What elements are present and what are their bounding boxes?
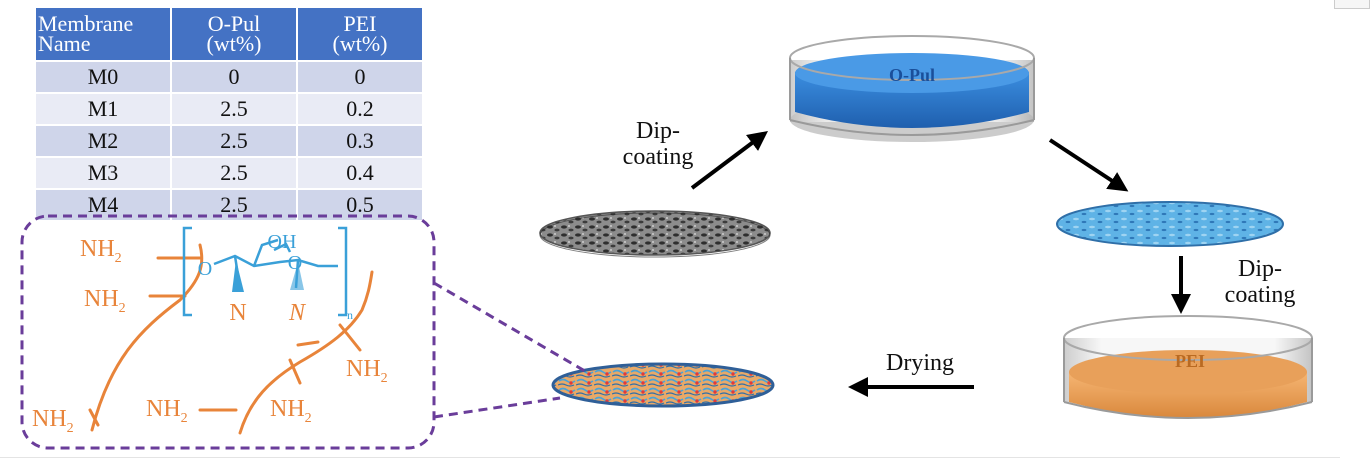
table-header-row: Membrane Name O-Pul (wt%) PEI (wt%) xyxy=(36,8,424,61)
divider xyxy=(0,457,1340,458)
arrow-to-coated xyxy=(1048,138,1129,192)
repeat-n-label: n xyxy=(347,308,353,322)
header-membrane-name: Membrane Name xyxy=(36,8,172,61)
label-sub: 2 xyxy=(118,300,126,316)
composition-table: Membrane Name O-Pul (wt%) PEI (wt%) M0 0… xyxy=(36,8,424,220)
final-membrane-disk xyxy=(551,362,775,408)
opul-dish-label: O-Pul xyxy=(888,65,935,85)
table-row: M0 0 0 xyxy=(36,60,424,93)
table-cell: 0 xyxy=(171,60,298,93)
pullulan-wedges xyxy=(232,260,304,292)
pei-chains xyxy=(88,243,374,435)
ring-oxygen-label: O xyxy=(197,258,213,280)
label-sub: 2 xyxy=(380,370,388,386)
header-opul: O-Pul (wt%) xyxy=(171,8,298,61)
table-row: M4 2.5 0.5 xyxy=(36,188,424,220)
label-dip-coating-2: Dip- coating xyxy=(1212,256,1308,308)
table-row: M3 2.5 0.4 xyxy=(36,156,424,189)
table-cell: 2.5 xyxy=(171,124,298,157)
window-corner xyxy=(1334,0,1370,9)
zoom-box xyxy=(20,214,436,450)
nh2-label: NH2 xyxy=(32,406,112,442)
nh2-label: NH2 xyxy=(80,236,160,272)
label-text: NH xyxy=(146,396,181,422)
label-text: NH xyxy=(32,406,67,432)
table-cell: 0.3 xyxy=(297,124,424,157)
table-cell: M1 xyxy=(36,92,172,125)
label-text: NH xyxy=(80,236,115,262)
table-cell: 0 xyxy=(297,60,424,93)
zoom-line-top xyxy=(433,281,591,376)
table-cell: M3 xyxy=(36,156,172,189)
substrate-disk xyxy=(539,210,771,258)
opul-coated-disk xyxy=(1056,201,1284,247)
nitrogen-label: N xyxy=(229,300,247,326)
label-sub: 2 xyxy=(180,410,188,426)
table-cell: 2.5 xyxy=(171,156,298,189)
table-cell: 2.5 xyxy=(171,92,298,125)
nitrogen-label: N xyxy=(288,300,305,326)
label-sub: 2 xyxy=(66,420,74,436)
label-line: coating xyxy=(1224,282,1296,308)
table-cell: 0.2 xyxy=(297,92,424,125)
label-dip-coating-1: Dip- coating xyxy=(612,118,704,170)
table-cell: 0.4 xyxy=(297,156,424,189)
header-line: (wt%) xyxy=(206,31,262,56)
label-drying: Drying xyxy=(886,350,954,376)
label-sub: 2 xyxy=(304,410,312,426)
table-row: M2 2.5 0.3 xyxy=(36,124,424,157)
header-pei: PEI (wt%) xyxy=(297,8,424,61)
arrow-to-opul xyxy=(690,131,768,190)
oh-label: OH xyxy=(267,231,297,253)
nh2-label: NH2 xyxy=(270,396,350,432)
label-text: NH xyxy=(346,356,381,382)
opul-dish xyxy=(789,35,1035,142)
label-line: Dip- xyxy=(636,118,680,144)
header-line: PEI xyxy=(343,11,377,36)
ring-oxygen-label: O xyxy=(287,252,303,274)
label-text: NH xyxy=(270,396,305,422)
table-cell: 2.5 xyxy=(171,188,298,220)
label-sub: 2 xyxy=(114,250,122,266)
label-line: coating xyxy=(622,144,694,170)
header-line: (wt%) xyxy=(332,31,388,56)
label-text: NH xyxy=(84,286,119,312)
nh2-label: NH2 xyxy=(346,356,426,392)
nh2-label: NH2 xyxy=(84,286,164,322)
table-cell: M4 xyxy=(36,188,172,220)
header-line: O-Pul xyxy=(207,11,261,36)
header-line: Membrane xyxy=(38,11,134,36)
zoom-line-bottom xyxy=(433,396,561,419)
label-line: Dip- xyxy=(1238,256,1282,282)
table-row: M1 2.5 0.2 xyxy=(36,92,424,125)
header-line: Name xyxy=(38,31,91,56)
pei-dish-label: PEI xyxy=(1174,351,1205,371)
table-cell: M0 xyxy=(36,60,172,93)
pei-dish xyxy=(1063,315,1313,419)
table-cell: M2 xyxy=(36,124,172,157)
nh2-label: NH2 xyxy=(146,396,226,432)
